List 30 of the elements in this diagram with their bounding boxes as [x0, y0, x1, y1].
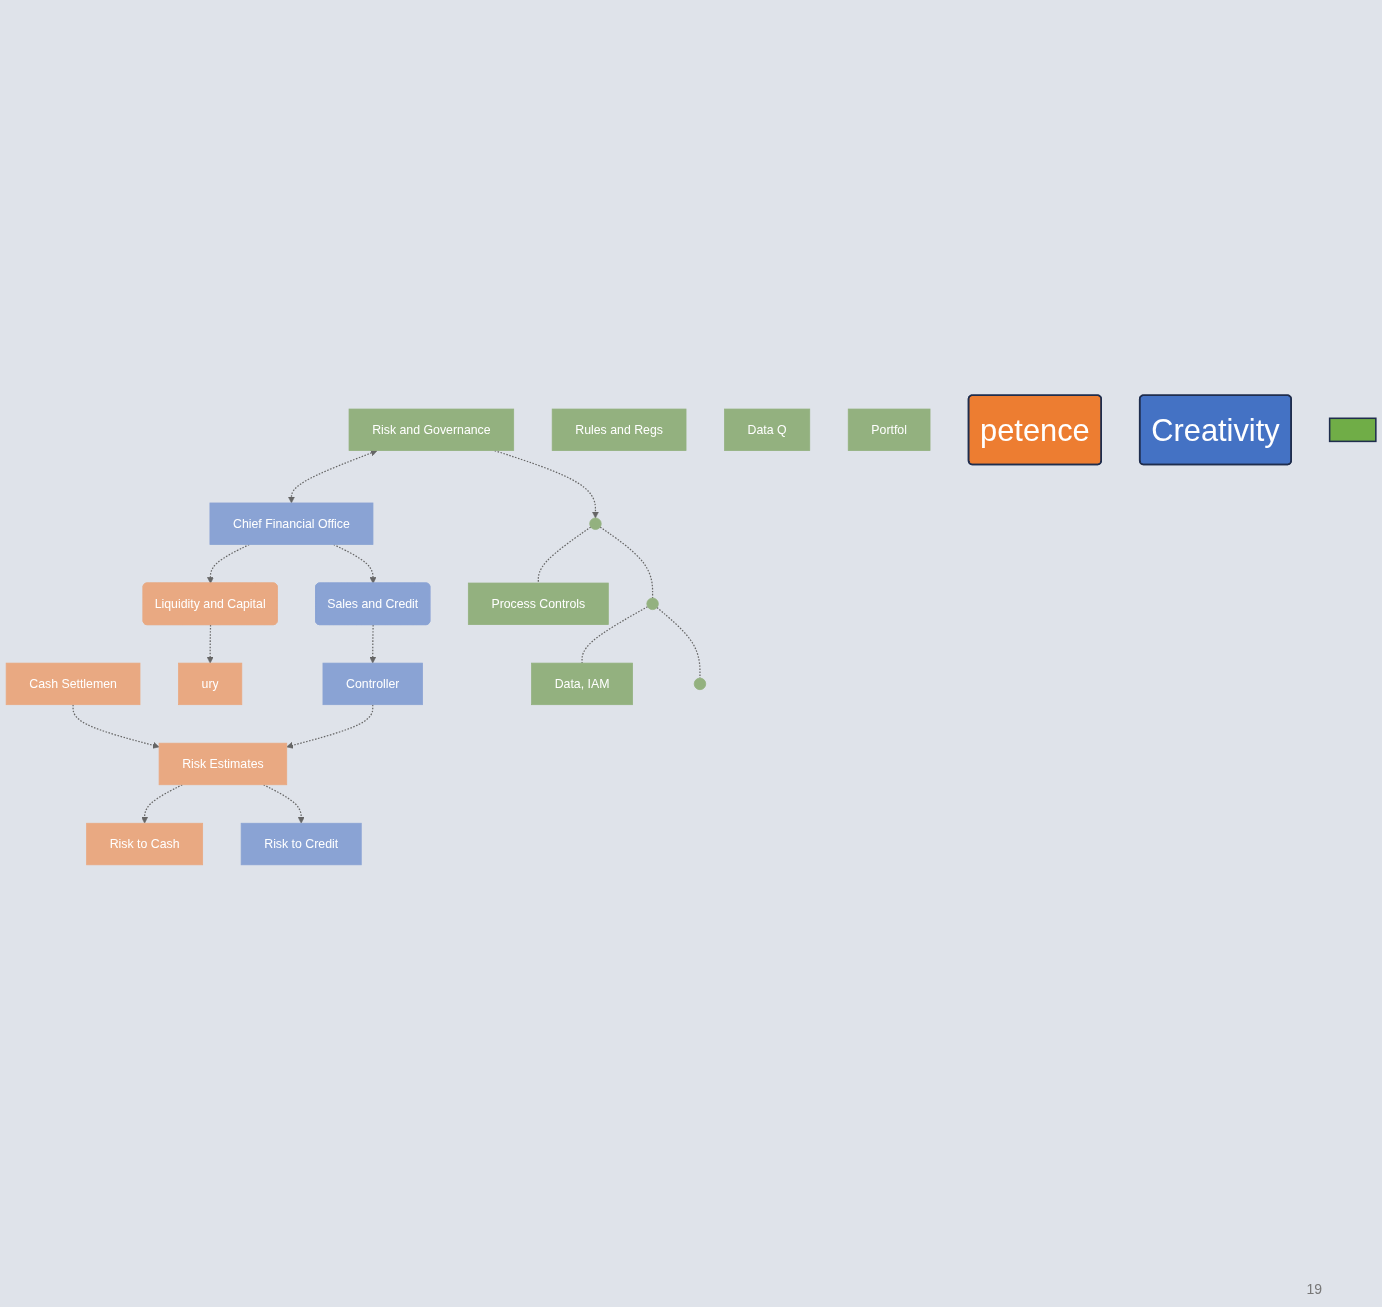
node-box: Risk to Cash [86, 822, 204, 866]
node-box: Risk and Governance [348, 408, 515, 451]
node-box: Cash Settlemen [5, 662, 141, 706]
arrow [369, 624, 377, 664]
arrow [141, 784, 183, 824]
page-number: 19 [1306, 1281, 1322, 1297]
arrow [286, 704, 374, 749]
node-box [1328, 417, 1377, 443]
arrow [72, 704, 160, 749]
node-circle [693, 677, 707, 691]
arrow [494, 450, 599, 519]
node-circle [589, 517, 602, 530]
connector [581, 606, 649, 664]
node-box: Chief Financial Office [209, 502, 374, 545]
node-box: Data Q [724, 408, 811, 451]
arrow [206, 624, 214, 664]
node-box: ury [178, 662, 243, 706]
connector [656, 606, 701, 679]
arrow [333, 543, 377, 584]
node-box: Process Controls [467, 582, 609, 625]
node-box: Risk to Credit [240, 822, 362, 866]
arrow [288, 449, 378, 504]
arrow [207, 543, 250, 584]
node-circle [646, 597, 659, 610]
node-box: Data, IAM [531, 662, 633, 706]
connector [537, 526, 592, 584]
node-box: Controller [322, 662, 423, 706]
node-box: Risk Estimates [158, 742, 288, 786]
node-box: Rules and Regs [551, 408, 687, 451]
node-box: Portfol [847, 408, 931, 451]
